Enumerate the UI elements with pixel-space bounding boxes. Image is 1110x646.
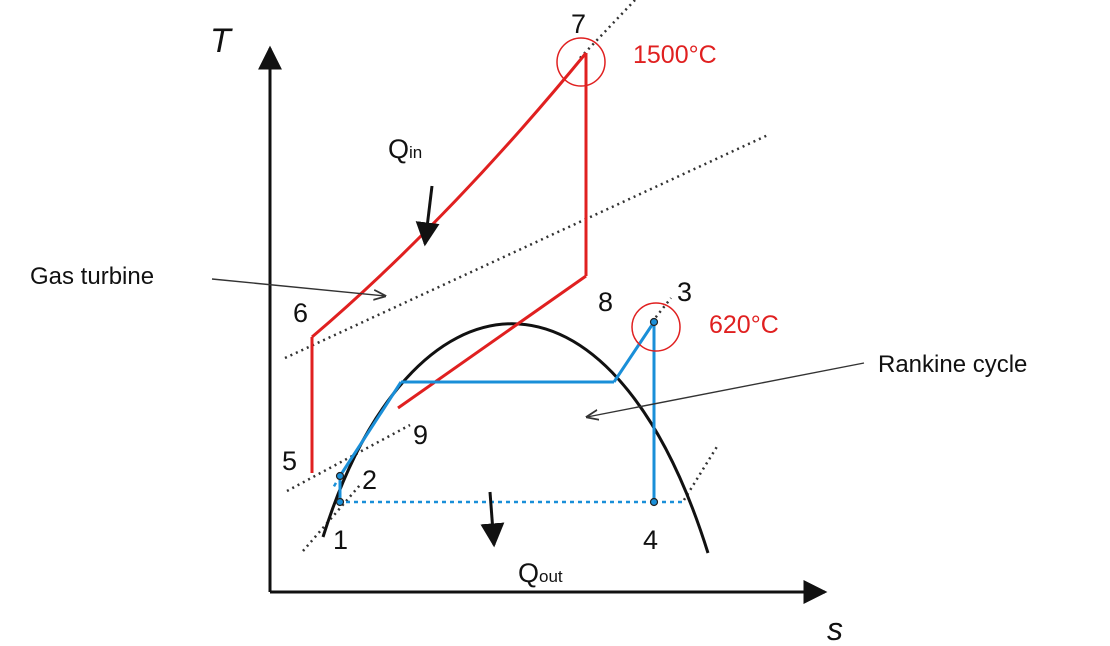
gas-turbine-pointer — [211, 278, 385, 296]
heat-out-arrow — [480, 491, 505, 548]
rankine-pointer — [587, 362, 865, 417]
rankine-annotation: Rankine cycle — [878, 351, 1027, 378]
highlight-circle-7 — [556, 37, 606, 87]
state-label-3: 3 — [677, 277, 692, 307]
isobar-lines — [284, 0, 769, 552]
rankine-dashed-segments — [331, 475, 684, 504]
gas-process-6-7 — [311, 52, 588, 339]
state-label-2: 2 — [362, 465, 377, 495]
s-axis-label: s — [827, 611, 843, 646]
state-marker-3 — [649, 317, 659, 327]
state-label-8: 8 — [598, 287, 613, 317]
isobar-upper — [579, 0, 636, 59]
isobar-mid — [284, 133, 769, 360]
t-axis-label: T — [210, 22, 233, 60]
state-marker-1 — [335, 497, 345, 507]
state-label-5: 5 — [282, 446, 297, 476]
highlight-circle-3 — [631, 302, 681, 352]
state-label-1: 1 — [333, 525, 348, 555]
heat-in-label: Qin — [388, 134, 422, 164]
quality-line-tail — [682, 444, 720, 501]
steam-superheat — [612, 321, 656, 383]
steam-heating-liquid — [338, 381, 403, 477]
state-label-7: 7 — [571, 9, 586, 39]
heat-out-label: Qout — [518, 558, 563, 588]
state-label-6: 6 — [293, 298, 308, 328]
heat-in-arrow — [415, 185, 440, 247]
gas-turbine-annotation: Gas turbine — [30, 263, 154, 290]
gas-turbine-cycle — [310, 52, 588, 473]
saturation-dome — [321, 322, 710, 554]
state-label-4: 4 — [643, 525, 658, 555]
state-label-9: 9 — [413, 420, 428, 450]
gas-process-8-9 — [397, 274, 587, 410]
temperature-label-7: 1500°C — [633, 41, 717, 69]
state-marker-2 — [335, 471, 345, 481]
isobar-steam — [302, 484, 361, 552]
state-markers — [335, 317, 659, 507]
temperature-label-3: 620°C — [709, 311, 779, 339]
isobar-lower — [286, 423, 411, 493]
rankine-cycle — [338, 321, 656, 502]
state-marker-4 — [649, 497, 659, 507]
steam-line-extension — [651, 297, 672, 323]
